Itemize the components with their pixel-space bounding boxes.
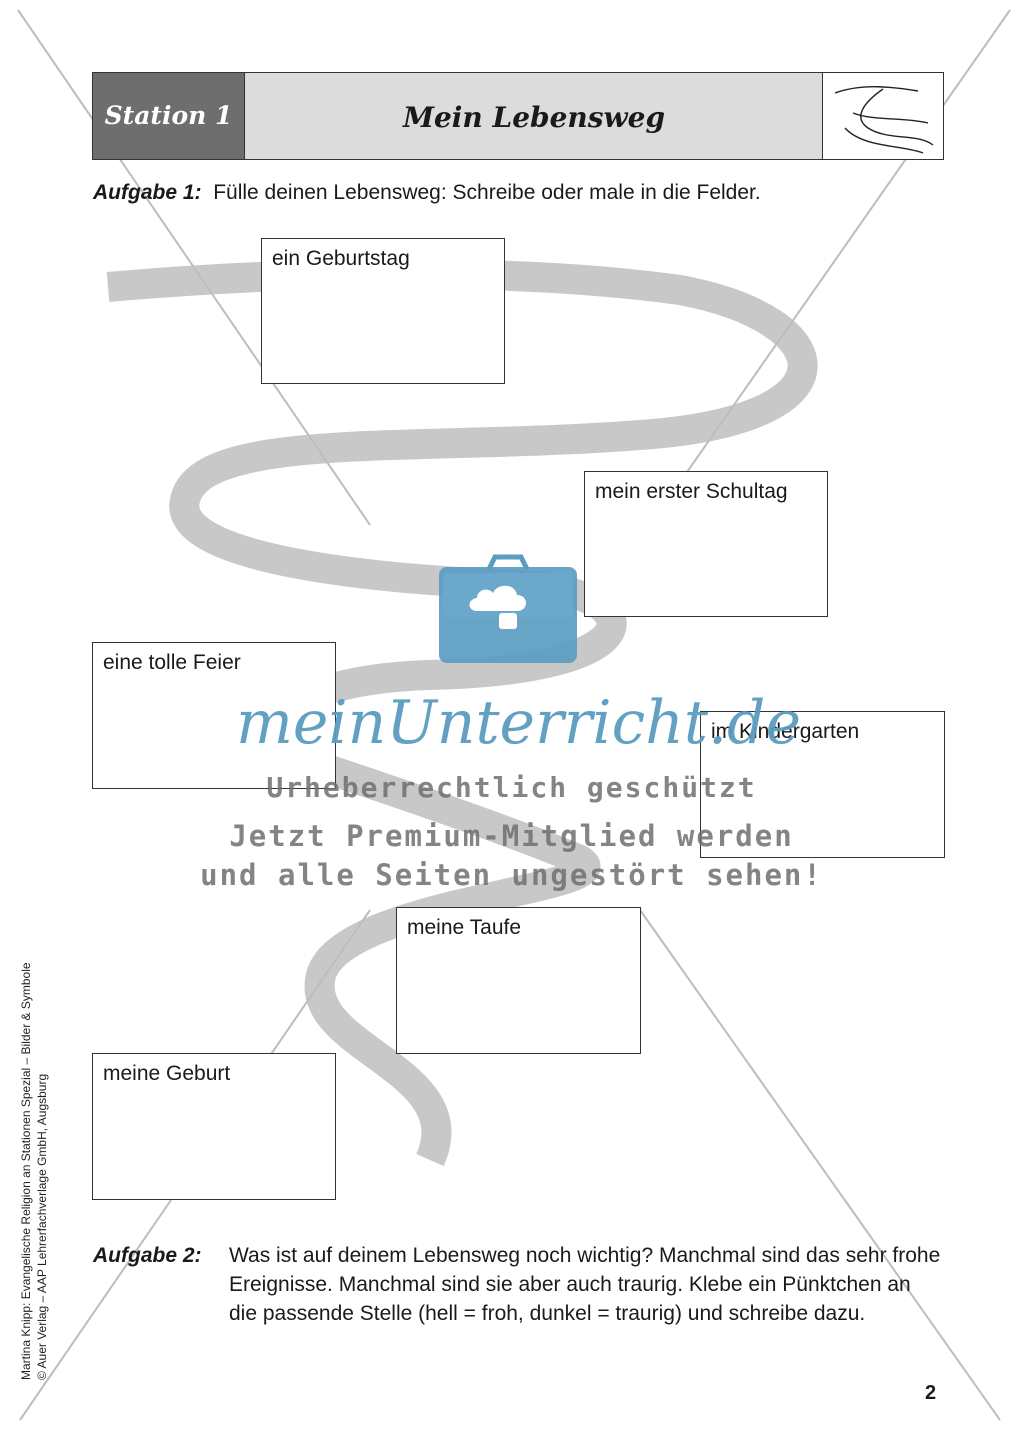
station-label: Station 1: [93, 73, 245, 159]
copyright-line-1: Martina Knipp: Evangelische Religion an …: [19, 962, 33, 1380]
box-kindergarten-label: im Kindergarten: [711, 720, 860, 743]
watermark-logo: meinUnterricht.de: [236, 688, 801, 758]
page-title: Mein Lebensweg: [402, 101, 666, 134]
task-2-label: Aufgabe 2:: [93, 1244, 202, 1267]
watermark-line-1: Urheberrechtlich geschützt: [266, 771, 757, 804]
path-icon: [822, 73, 943, 159]
box-feier-label: eine tolle Feier: [103, 651, 241, 674]
box-taufe[interactable]: meine Taufe: [396, 907, 641, 1054]
box-schultag[interactable]: mein erster Schultag: [584, 471, 828, 617]
watermark-line-3: und alle Seiten ungestört sehen!: [200, 858, 823, 892]
box-kindergarten[interactable]: im Kindergarten: [700, 711, 945, 858]
box-feier[interactable]: eine tolle Feier: [92, 642, 336, 789]
task-2-text: Was ist auf deinem Lebensweg noch wichti…: [229, 1244, 941, 1325]
box-geburtstag-label: ein Geburtstag: [272, 247, 410, 270]
watermark-diagonal-2: [649, 9, 1011, 526]
task-1-label: Aufgabe 1:: [93, 181, 202, 204]
box-taufe-label: meine Taufe: [407, 916, 522, 939]
box-geburt-label: meine Geburt: [103, 1062, 231, 1085]
task-1-text: Fülle deinen Lebensweg: Schreibe oder ma…: [213, 181, 761, 204]
watermark-diagonal-1: [17, 9, 371, 526]
watermark-lines: Jetzt Premium-Mitglied werden und alle S…: [150, 817, 873, 895]
copyright-line-2: © Auer Verlag – AAP Lehrerfachverlage Gm…: [35, 1073, 49, 1380]
box-geburt[interactable]: meine Geburt: [92, 1053, 336, 1200]
task-1: Aufgabe 1: Fülle deinen Lebensweg: Schre…: [93, 178, 953, 207]
watermark-line-2: Jetzt Premium-Mitglied werden: [229, 819, 794, 853]
briefcase-cloud-icon: [439, 554, 577, 663]
copyright-sidebar: Martina Knipp: Evangelische Religion an …: [18, 880, 50, 1380]
station-header: Station 1 Mein Lebensweg: [92, 72, 944, 160]
page-number: 2: [925, 1382, 937, 1404]
box-geburtstag[interactable]: ein Geburtstag: [261, 238, 505, 384]
watermark-diagonal-3: [639, 909, 1001, 1421]
box-schultag-label: mein erster Schultag: [595, 480, 788, 503]
